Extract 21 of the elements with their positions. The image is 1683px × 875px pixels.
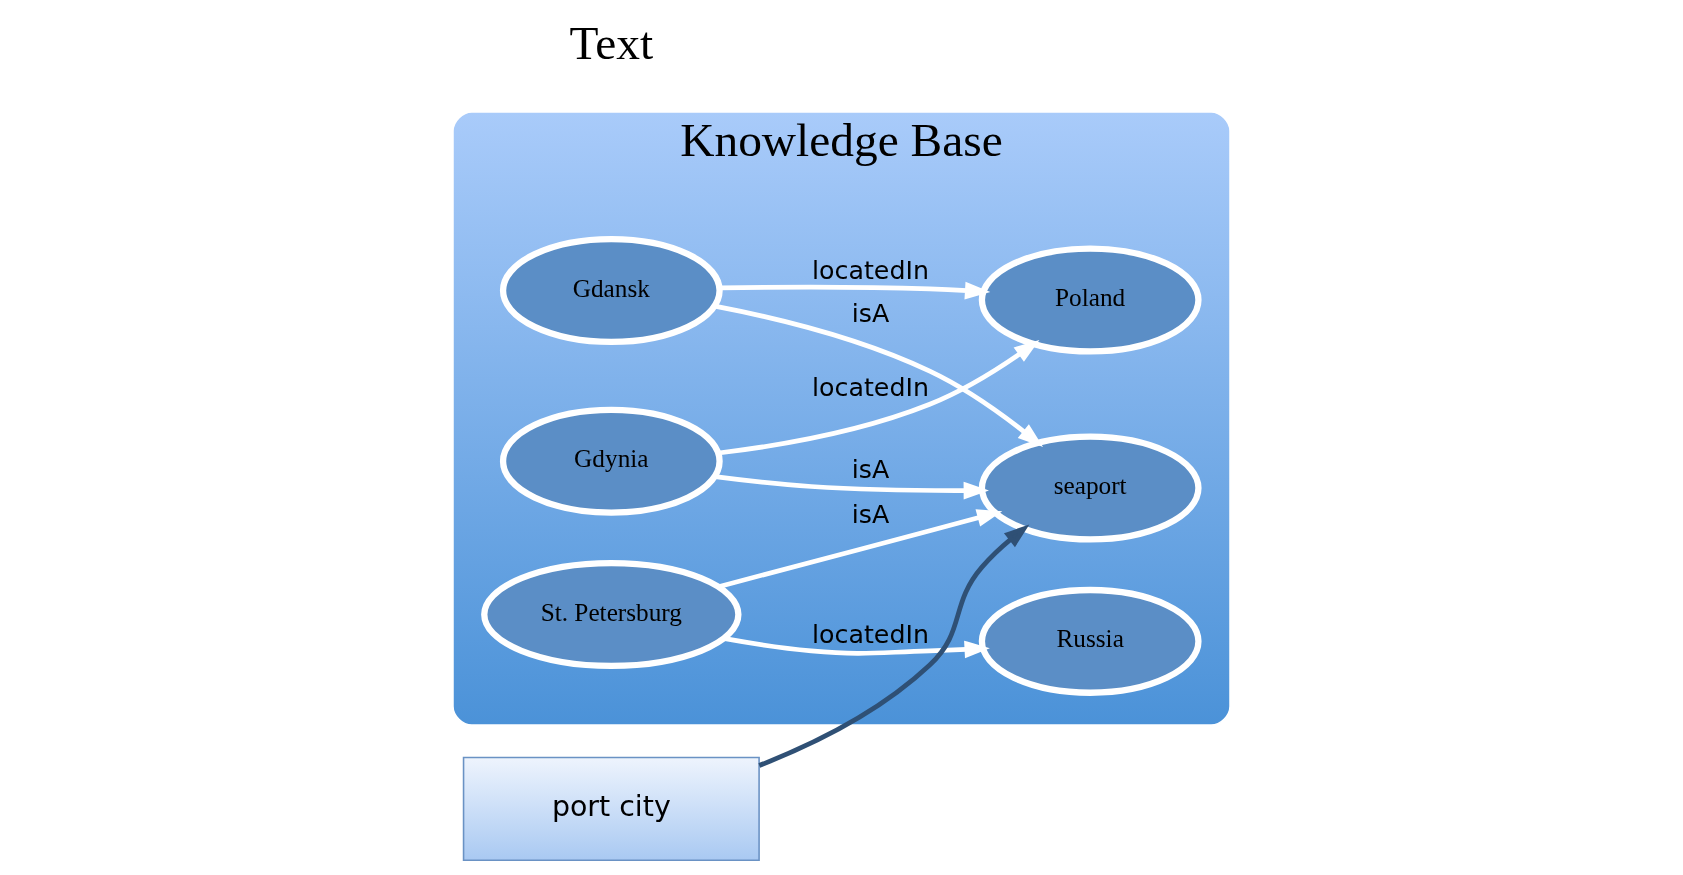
arrow <box>723 636 990 659</box>
arrow <box>758 524 1030 768</box>
node-ellipse: seaport <box>978 433 1202 543</box>
edge-label: locatedIn <box>812 256 929 286</box>
arrow <box>718 339 1040 456</box>
node-ellipse: St. Petersburg <box>481 560 742 669</box>
node-ellipse: Gdynia <box>499 406 723 516</box>
arrow <box>717 509 1003 589</box>
arrow <box>714 474 989 500</box>
arrow <box>714 303 1044 447</box>
node-ellipse: Poland <box>978 245 1202 355</box>
node-ellipse: Gdansk <box>499 236 723 346</box>
arrow <box>719 281 991 300</box>
edge-label: isA <box>851 298 890 328</box>
node-box: port city <box>462 756 760 862</box>
edge-label: isA <box>851 499 890 529</box>
node-ellipse: Russia <box>978 586 1202 696</box>
label: Text <box>569 17 654 69</box>
edge-label: locatedIn <box>812 373 929 403</box>
edge-label: isA <box>851 455 890 485</box>
edge-label: locatedIn <box>812 619 929 649</box>
